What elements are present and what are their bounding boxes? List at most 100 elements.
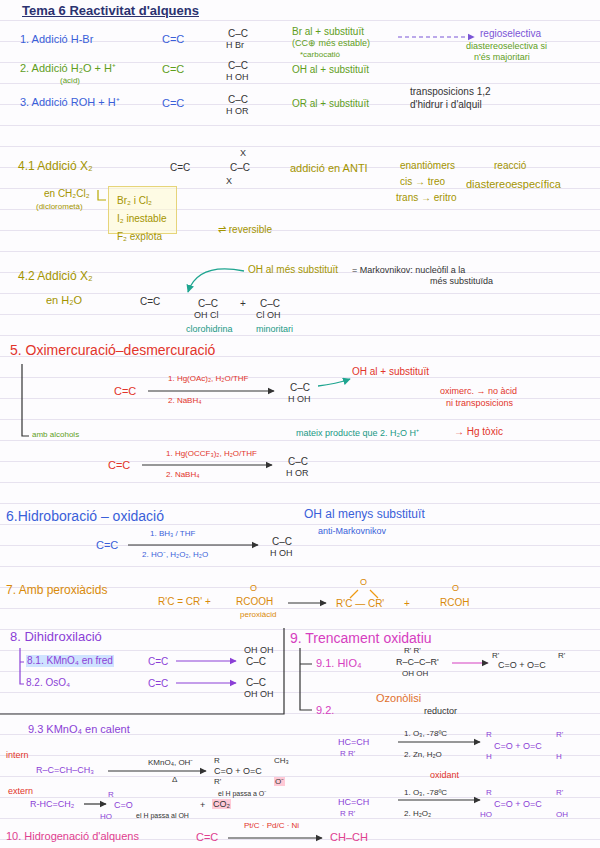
note-text: C–C: [230, 162, 250, 174]
note-text: més substituïda: [430, 276, 493, 286]
note-text: C=C: [170, 162, 190, 174]
note-text: C=C: [140, 296, 160, 308]
note-text: CH–CH: [330, 831, 368, 844]
note-text: RCOOH: [236, 596, 273, 608]
note-text: intern: [6, 750, 29, 760]
note-text: H: [486, 752, 492, 761]
note-text: R' R': [404, 646, 421, 655]
note-text: n'és majoritari: [474, 52, 530, 62]
reaction-arrow: [398, 799, 480, 800]
note-text: OH: [556, 810, 568, 819]
note-text: +: [404, 598, 410, 610]
note-text: (àcid): [60, 76, 80, 85]
note-text: ⇌ reversible: [218, 224, 272, 236]
note-text: el H passa a O⁻: [218, 790, 266, 798]
note-text: 8.2. OsO₄: [26, 677, 70, 689]
note-text: C=O + O=C: [494, 741, 542, 751]
note-text: *carbocatió: [300, 50, 340, 59]
note-text: anti-Markovnikov: [318, 526, 386, 536]
note-text: H: [556, 752, 562, 761]
note-text: C=C: [162, 97, 184, 110]
note-text: OH al + substituït: [292, 64, 369, 76]
note-text: +: [200, 800, 205, 810]
note-text: Δ: [172, 775, 177, 784]
note-text: transposicions 1,2: [410, 86, 491, 98]
note-text: C–C: [246, 677, 266, 689]
note-text: 1. Addició H-Br: [20, 33, 93, 46]
note-text: reacció: [494, 160, 526, 172]
note-text: 2. NaBH₄: [166, 470, 200, 479]
note-text: X: [240, 148, 246, 158]
note-text: 9.1. HIO₄: [316, 657, 361, 670]
note-text: amb alcohols: [32, 430, 79, 439]
note-text: OH al + substituït: [352, 366, 429, 378]
note-text: O: [250, 583, 257, 593]
note-text: trans → eritro: [396, 192, 457, 204]
bracket-line: [98, 190, 106, 200]
note-text: R-HC=CH₂: [30, 799, 74, 809]
note-text: R'C = CR' +: [158, 596, 211, 608]
note-text: clorohidrina: [186, 324, 233, 334]
note-text: oxidant: [430, 770, 459, 780]
note-text: H Br: [226, 40, 244, 50]
reaction-arrow: [228, 837, 322, 838]
note-text: en CH₂Cl₂: [44, 188, 90, 200]
note-text: 8. Dihidroxilació: [10, 630, 102, 645]
note-text: C–C: [228, 94, 248, 106]
note-text: CH₃: [274, 756, 289, 765]
note-text: C=C: [108, 459, 130, 472]
note-text: C–C: [246, 656, 266, 668]
reaction-arrow: [142, 464, 272, 465]
note-text: diastereoespecífica: [466, 178, 561, 191]
box-text: F₂ explota: [117, 230, 162, 243]
note-text: R R': [340, 749, 355, 758]
note-text: R–C=CH–CH₃: [36, 765, 94, 775]
note-text: C–C: [198, 298, 218, 310]
curved-arrow: [318, 379, 350, 386]
note-text: CO₂: [212, 799, 231, 809]
bracket-line: [300, 648, 312, 710]
note-text: C–C: [260, 298, 280, 310]
note-text: 9.3 KMnO₄ en calent: [28, 723, 130, 736]
note-text: oximerc. → no àcid: [440, 386, 517, 396]
note-text: peroxiàcid: [240, 610, 276, 619]
note-text: HO: [100, 812, 112, 821]
note-text: d'hidrur i d'alquil: [410, 99, 482, 111]
note-text: = Markovnikov: nucleòfil a la: [352, 265, 465, 275]
note-text: R': [558, 651, 565, 660]
note-text: OH al menys substituït: [304, 508, 425, 522]
note-text: 2. Addició H₂O + H⁺: [20, 62, 116, 75]
note-text: R–C–C–R': [396, 657, 439, 667]
note-text: OR al + substituït: [292, 98, 369, 110]
note-text: HO: [480, 810, 492, 819]
note-text: 1. Hg(OAc)₂, H₂O/THF: [168, 374, 248, 383]
reaction-arrow: [398, 741, 480, 742]
note-text: RCOH: [440, 597, 469, 609]
note-text: R: [108, 790, 114, 799]
note-text: (CC⊕ més estable): [292, 38, 370, 48]
note-text: C=C: [148, 678, 168, 690]
note-text: R': [214, 777, 221, 786]
note-text: extern: [8, 786, 33, 796]
note-text: Pt/C · Pd/C · Ni: [244, 821, 299, 830]
note-text: C=O + O=C: [214, 766, 262, 776]
note-text: 2. Zn, H₂O: [404, 750, 442, 759]
note-text: R'C — CR': [336, 598, 384, 610]
reaction-arrow: [108, 770, 206, 771]
note-text: Br al + substituït: [292, 26, 364, 38]
note-text: C–C: [228, 60, 248, 72]
note-text: addició en ANTI: [290, 162, 368, 175]
note-text: 3. Addició ROH + H⁺: [20, 96, 120, 109]
note-text: OH OH: [402, 669, 428, 678]
note-text: 1. Hg(OCCF₃)₂, H₂O/THF: [166, 449, 257, 458]
separator-line: [0, 628, 284, 714]
note-text: 8.1. KMnO₄ en fred: [26, 655, 114, 667]
note-text: 5. Oximercuració–desmercuració: [10, 342, 215, 358]
note-text: C–C: [228, 28, 248, 40]
note-text: 9. Trencament oxidatiu: [290, 630, 432, 646]
note-text: R': [556, 788, 563, 797]
note-text: C=O: [114, 800, 133, 810]
note-text: OH Cl: [194, 310, 219, 320]
reaction-arrow: [128, 544, 258, 545]
